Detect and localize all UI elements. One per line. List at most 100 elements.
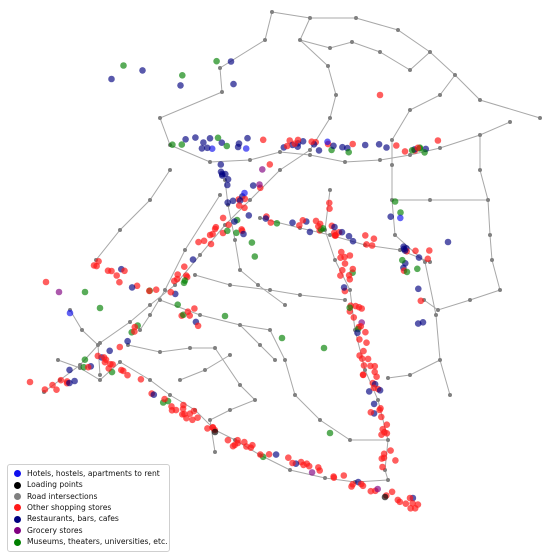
road-intersection-marker — [478, 98, 482, 102]
road-intersection-marker — [138, 328, 142, 332]
road-intersection-marker — [268, 328, 272, 332]
shopping-marker — [340, 472, 348, 479]
restaurant-marker — [182, 136, 189, 143]
shopping-marker — [358, 355, 366, 363]
restaurant-marker — [387, 213, 395, 220]
shopping-marker — [409, 500, 416, 507]
restaurant-marker — [340, 284, 348, 291]
restaurant-marker — [245, 212, 253, 219]
shopping-marker — [42, 278, 50, 286]
shopping-marker — [167, 288, 175, 296]
restaurant-marker — [370, 400, 378, 408]
museum-marker — [326, 429, 334, 437]
shopping-marker — [181, 263, 188, 271]
museum-marker — [181, 277, 189, 284]
road-intersection-marker — [468, 298, 472, 302]
legend-marker-restaurants — [14, 515, 21, 523]
shopping-marker — [209, 230, 216, 238]
road-intersection-marker — [343, 160, 347, 164]
shopping-marker — [371, 362, 379, 370]
road-intersection-marker — [448, 393, 452, 397]
restaurant-marker — [224, 199, 231, 206]
road-segment — [271, 11, 541, 119]
museum-marker — [248, 239, 256, 246]
legend-item-shopping: Other shopping stores — [14, 502, 165, 513]
road-intersection-marker — [253, 398, 257, 402]
road-segment — [423, 135, 501, 311]
road-intersection-marker — [198, 313, 202, 317]
shopping-marker — [283, 142, 291, 150]
grocery-marker — [55, 288, 63, 296]
shopping-marker — [265, 451, 273, 458]
loading-marker — [211, 428, 219, 436]
legend-label-road-intersections: Road intersections — [27, 491, 98, 501]
shopping-marker — [234, 439, 242, 447]
road-intersection-marker — [198, 253, 202, 257]
road-intersection-marker — [350, 40, 354, 44]
shopping-marker — [161, 395, 168, 403]
road-segment — [139, 194, 221, 331]
hotel-marker — [242, 145, 250, 152]
road-intersection-marker — [378, 50, 382, 54]
shopping-marker — [312, 217, 320, 225]
shopping-marker — [434, 137, 442, 144]
road-intersection-marker — [98, 373, 102, 377]
shopping-marker — [247, 444, 255, 452]
shopping-marker — [349, 265, 357, 273]
shopping-marker — [373, 373, 380, 381]
restaurant-marker — [249, 182, 257, 189]
restaurant-marker — [230, 80, 237, 88]
road-intersection-marker — [428, 198, 432, 202]
road-intersection-marker — [178, 378, 182, 382]
restaurant-marker — [365, 388, 373, 395]
museum-marker — [96, 304, 104, 312]
road-intersection-marker — [258, 216, 262, 220]
shopping-marker — [204, 425, 211, 432]
road-intersection-marker — [436, 308, 440, 312]
road-intersection-marker — [438, 146, 442, 150]
road-intersection-marker — [408, 153, 412, 157]
restaurant-marker — [375, 141, 383, 148]
road-intersection-marker — [308, 153, 312, 157]
road-segment — [95, 169, 171, 261]
shopping-marker — [401, 148, 409, 155]
shopping-marker — [285, 454, 292, 462]
shopping-marker — [137, 376, 145, 383]
shopping-marker — [212, 223, 220, 231]
shopping-marker — [370, 235, 378, 242]
restaurant-marker — [315, 147, 323, 154]
shopping-marker — [190, 407, 198, 415]
shopping-marker — [414, 144, 422, 152]
road-intersection-marker — [508, 120, 512, 124]
shopping-marker — [424, 255, 432, 263]
shopping-marker — [95, 258, 102, 265]
shopping-marker — [367, 487, 375, 495]
road-intersection-marker — [213, 450, 217, 454]
road-intersection-marker — [56, 358, 60, 362]
road-intersection-marker — [158, 116, 162, 120]
shopping-marker — [289, 459, 296, 467]
road-segment — [387, 359, 441, 379]
road-intersection-marker — [390, 138, 394, 142]
road-intersection-marker — [238, 268, 242, 272]
museum-marker — [421, 149, 428, 156]
road-intersection-marker — [323, 476, 327, 480]
road-intersection-marker — [168, 393, 172, 397]
shopping-marker — [414, 501, 422, 508]
legend-label-museums: Museums, theaters, universities, etc. — [27, 537, 168, 547]
legend-marker-shopping — [14, 504, 21, 512]
road-segment — [194, 274, 346, 301]
legend-label-loading-points: Loading points — [27, 480, 83, 490]
legend-item-road-intersections: Road intersections — [14, 491, 165, 502]
grocery-marker — [256, 181, 263, 188]
shopping-marker — [363, 241, 370, 248]
shopping-marker — [90, 262, 98, 269]
shopping-marker — [383, 421, 391, 429]
shopping-marker — [170, 277, 178, 285]
shopping-marker — [121, 267, 128, 275]
road-intersection-marker — [396, 28, 400, 32]
shopping-marker — [337, 272, 344, 279]
road-intersection-marker — [390, 163, 394, 167]
road-intersection-marker — [348, 288, 352, 292]
shopping-marker — [194, 414, 201, 422]
